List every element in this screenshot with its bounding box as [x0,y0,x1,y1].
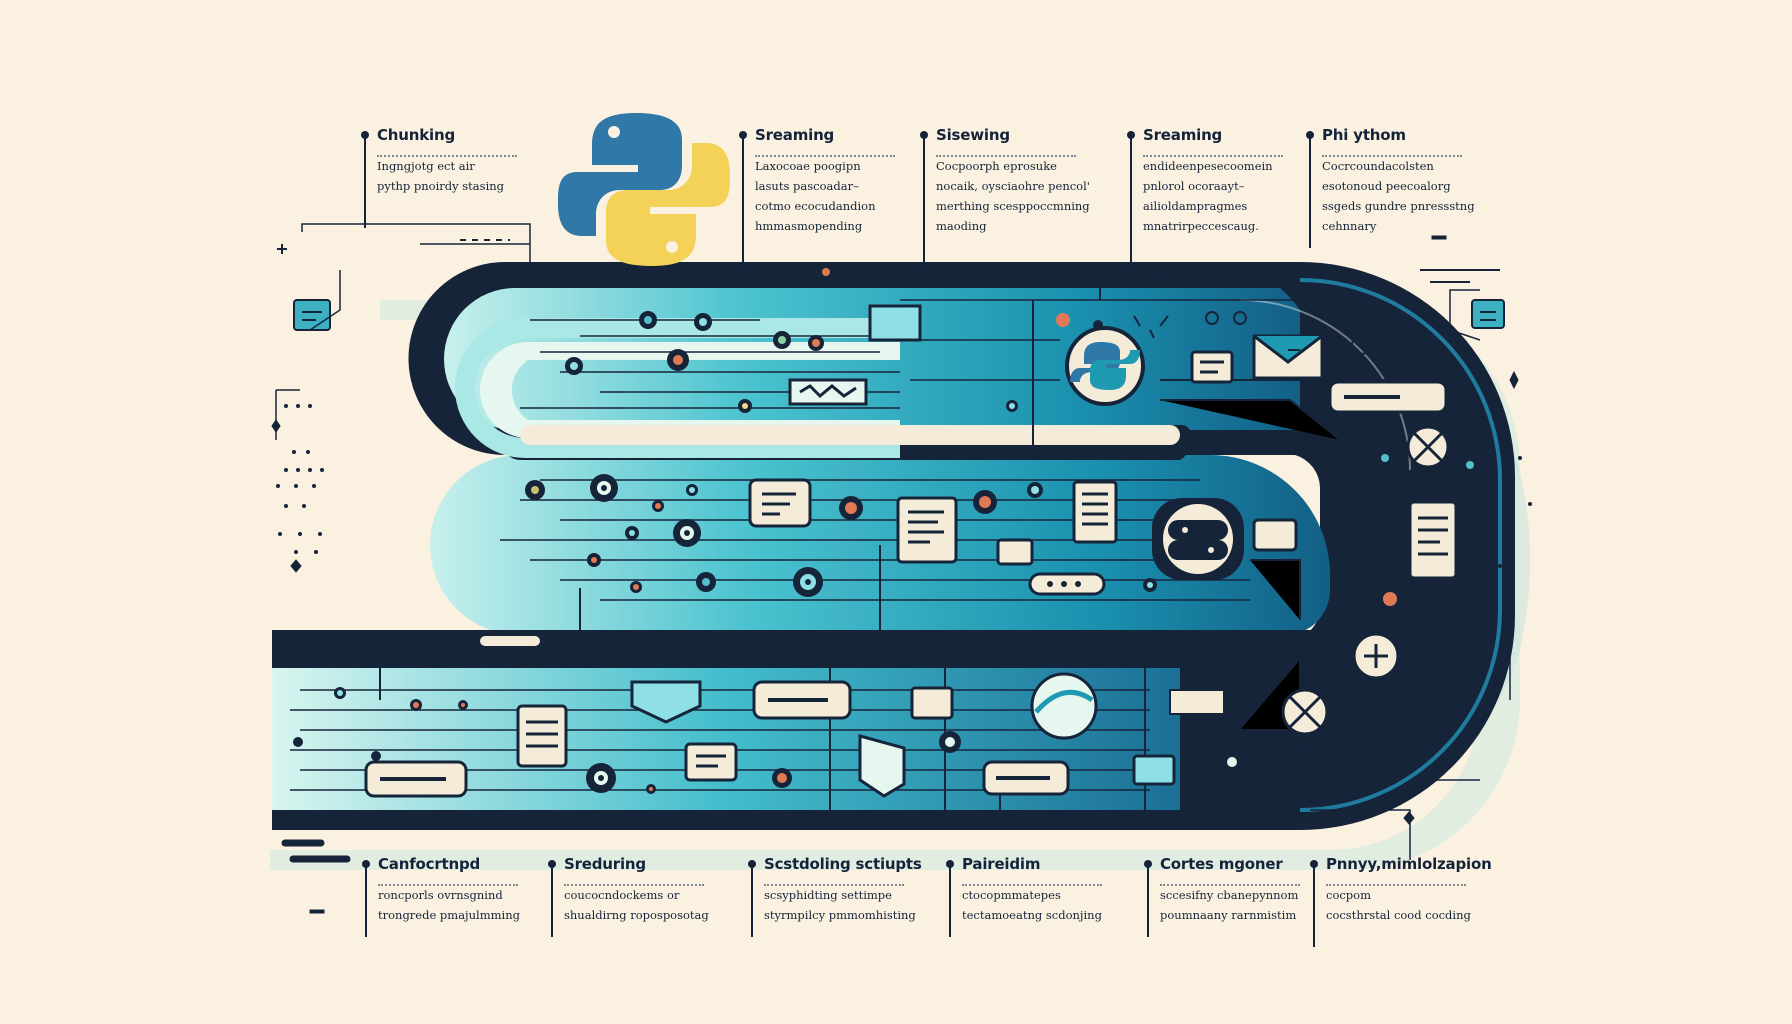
label-line: poumnaany rarnmistim [1160,908,1297,922]
python-logo [558,113,730,266]
label-title: Sisewing [936,126,1010,144]
connector-line [1313,867,1315,947]
label-line: Cocpoorph eprosuke [936,159,1057,173]
label-line: maoding [936,219,987,233]
label-line: mnatrirpeccescaug. [1143,219,1259,233]
bullet-dot [548,860,556,868]
dotted-divider [1326,884,1466,886]
label-title: Chunking [377,126,455,144]
bullet-dot [739,131,747,139]
top-label-sisewing: Sisewing Cocpoorph eprosuke nocaik, oysc… [920,126,1100,268]
top-label-streaming: Sreaming Laxocoae poogipn lasuts pascoad… [739,126,919,268]
connector-line [923,138,925,268]
dotted-divider [962,884,1102,886]
python-badge-2 [1152,498,1244,580]
dotted-divider [377,155,517,157]
label-title: Scstdoling sctiupts [764,855,922,873]
dotted-divider [1160,884,1300,886]
top-label-streaming-2: Sreaming endideenpesecoomein pnlorol oco… [1127,126,1307,268]
label-line: lasuts pascoadar– [755,179,859,193]
bullet-dot [920,131,928,139]
gear-icons [1030,425,1450,740]
bullet-dot [748,860,756,868]
label-line: esotonoud peecoalorg [1322,179,1451,193]
bullet-dot [946,860,954,868]
label-line: scsyphidting settimpe [764,888,892,902]
connector-line [551,867,553,937]
label-line: Ingngjotg ect air [377,159,475,173]
label-title: Paireidim [962,855,1041,873]
label-line: endideenpesecoomein [1143,159,1273,173]
label-line: tectamoeatng scdonjing [962,908,1102,922]
label-title: Sreaming [755,126,835,144]
dotted-divider [764,884,904,886]
connector-line [1130,138,1132,268]
bullet-dot [1144,860,1152,868]
label-line: merthing scesppoccmning [936,199,1090,213]
bullet-dot [1127,131,1135,139]
python-badge-1 [1065,326,1145,406]
connector-line [949,867,951,937]
label-title: Canfocrtnpd [378,855,481,873]
label-line: hmmasmopending [755,219,863,233]
label-line: cotmo ecocudandion [755,199,876,213]
label-line: Cocrcoundacolsten [1322,159,1434,173]
label-title: Pnnyy,mimlolzapion [1326,855,1492,873]
bottom-label-6: Pnnyy,mimlolzapion cocpom cocsthrstal co… [1310,855,1492,947]
label-line: ssgeds gundre pnressstng [1322,199,1475,213]
label-line: cocsthrstal cood cocding [1326,908,1471,922]
label-line: ailioldampragmes [1143,199,1248,213]
connector-line [742,138,744,268]
label-title: Sreduring [564,855,646,873]
label-line: sccesifny cbanepynnom [1160,888,1299,902]
bullet-dot [362,860,370,868]
label-line: cehnnary [1322,219,1377,233]
label-line: nocaik, oysciaohre pencol' [936,179,1090,193]
dotted-divider [564,884,704,886]
label-line: cocpom [1326,888,1371,902]
label-line: Laxocoae poogipn [755,159,861,173]
label-title: Phi ythom [1322,126,1406,144]
label-line: pnlorol ocoraayt– [1143,179,1245,193]
bullet-dot [1310,860,1318,868]
bottom-label-5: Cortes mgoner sccesifny cbanepynnom poum… [1144,855,1324,937]
data-nodes [293,268,1479,794]
bottom-label-2: Sreduring coucocndockems or shualdirng r… [548,855,728,937]
label-title: Cortes mgoner [1160,855,1283,873]
bottom-label-3: Scstdoling sctiupts scsyphidting settimp… [748,855,928,937]
envelope-icons [630,304,1324,798]
bullet-dot [361,131,369,139]
connector-line [751,867,753,937]
bottom-label-4: Paireidim ctocopmmatepes tectamoeatng sc… [946,855,1126,937]
dotted-divider [755,155,895,157]
connector-line [1309,138,1311,248]
dotted-divider [1322,155,1462,157]
connector-line [365,867,367,937]
label-title: Sreaming [1143,126,1223,144]
side-decorations [271,223,1519,914]
top-label-python: Phi ythom Cocrcoundacolsten esotonoud pe… [1306,126,1486,248]
bullet-dot [1306,131,1314,139]
dotted-divider [378,884,518,886]
dotted-divider [936,155,1076,157]
chat-bubble-icons [364,380,1448,798]
label-line: coucocndockems or [564,888,680,902]
label-line: shualdirng roposposotag [564,908,709,922]
label-line: styrmpilcy pmmomhisting [764,908,916,922]
label-line: pythp pnoirdy stasing [377,179,505,193]
label-line: roncporls ovrnsgnind [378,888,503,902]
connector-line [1147,867,1149,937]
label-line: trongrede pmajulmming [378,908,520,922]
dotted-divider [1143,155,1283,157]
top-label-chunking: Chunking Ingngjotg ect air pythp pnoirdy… [361,126,541,228]
dot-grid [276,404,1532,568]
document-icons [516,350,1458,786]
bottom-label-1: Canfocrtnpd roncporls ovrnsgnind trongre… [362,855,542,937]
connector-line [364,138,366,228]
label-line: ctocopmmatepes [962,888,1061,902]
